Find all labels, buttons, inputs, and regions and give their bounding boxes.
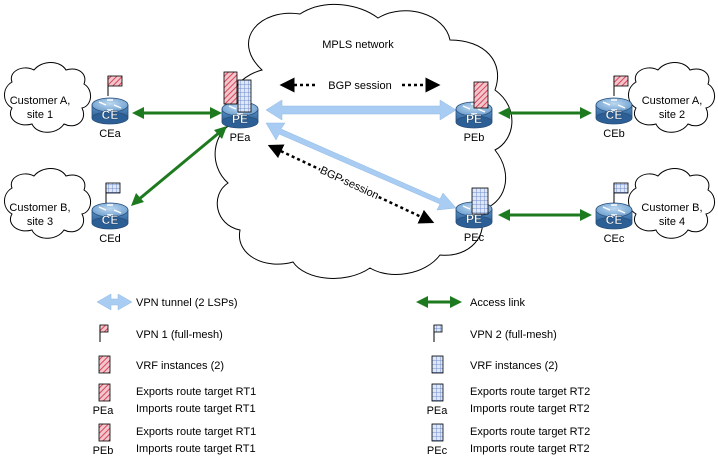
customer-a-site-2-cloud: Customer A, site 2 (628, 62, 715, 133)
legend-vpn-tunnel: VPN tunnel (2 LSPs) (136, 297, 238, 309)
legend-export-rt2: Exports route target RT2 (470, 386, 590, 398)
customer-a-site-1-cloud: Customer A, site 1 (4, 62, 91, 133)
router-arrows-icon (462, 103, 486, 115)
router-badge: CE (606, 108, 623, 122)
vrf-vpn2-icon (431, 383, 444, 402)
legend-vrf1: VRF instances (2) (136, 360, 224, 372)
vpn2-flag-icon (613, 182, 629, 203)
vrf-vpn1-icon (223, 71, 238, 105)
site-label-line2: site 4 (659, 216, 685, 228)
legend-export-rt2: Exports route target RT2 (470, 426, 590, 438)
vpn-tunnel-legend-icon (96, 293, 133, 311)
vrf-vpn1-icon (98, 423, 111, 442)
legend-export-rt1: Exports route target RT1 (136, 386, 256, 398)
customer-b-site-4-cloud: Customer B, site 4 (628, 168, 715, 239)
router-label: PEc (464, 232, 485, 244)
site-label-line2: site 1 (27, 109, 53, 121)
vrf-vpn1-icon (98, 355, 111, 374)
router-label: CEd (99, 233, 120, 245)
router-badge: CE (102, 108, 119, 122)
vrf-vpn2-icon (471, 187, 489, 215)
router-label: PEb (464, 132, 485, 144)
legend-import-rt2: Imports route target RT2 (470, 403, 590, 415)
router-label: PEa (230, 132, 252, 144)
legend-pe-label: PEb (93, 445, 114, 456)
legend-export-rt1: Exports route target RT1 (136, 426, 256, 438)
legend-pe-label: PEa (93, 405, 115, 417)
vpn2-flag-icon (433, 324, 443, 342)
router-arrows-icon (98, 99, 122, 111)
router-arrows-icon (602, 99, 626, 111)
vpn1-flag-icon (613, 75, 629, 96)
router-arrows-icon (98, 204, 122, 216)
legend-access-link: Access link (470, 297, 526, 309)
mpls-network-title: MPLS network (322, 39, 394, 51)
router-badge: PE (232, 112, 248, 126)
legend-vrf2: VRF instances (2) (470, 360, 558, 372)
vrf-vpn2-icon (431, 355, 444, 374)
router-cec: CE CEc (595, 202, 633, 245)
vpn1-flag-icon (107, 75, 123, 96)
access-links (131, 107, 592, 221)
site-label-line2: site 3 (27, 216, 53, 228)
router-badge: CE (606, 213, 623, 227)
bgp-session-label: BGP session (328, 80, 391, 92)
vpn1-flag-icon (99, 324, 109, 342)
legend-vpn1: VPN 1 (full-mesh) (136, 329, 223, 341)
router-badge: CE (102, 213, 119, 227)
router-badge: PE (466, 212, 482, 226)
router-cea: CE CEa (91, 97, 129, 140)
bgp-session-top: BGP session (279, 77, 441, 93)
vrf-vpn1-icon (473, 81, 489, 109)
legend-import-rt2: Imports route target RT2 (470, 443, 590, 455)
router-ceb: CE CEb (595, 97, 633, 140)
router-label: CEc (604, 233, 625, 245)
legend-import-rt1: Imports route target RT1 (136, 443, 256, 455)
site-label-line1: Customer B, (641, 202, 702, 214)
site-label-line1: Customer B, (9, 202, 70, 214)
legend-vpn2: VPN 2 (full-mesh) (470, 329, 557, 341)
legend-import-rt1: Imports route target RT1 (136, 403, 256, 415)
vrf-vpn2-icon (237, 79, 252, 113)
vrf-vpn1-icon (98, 383, 111, 402)
site-label-line2: site 2 (659, 109, 685, 121)
legend-pe-label: PEa (427, 405, 449, 417)
router-peb: PE PEb (455, 101, 493, 144)
site-label-line1: Customer A, (642, 95, 703, 107)
customer-b-site-3-cloud: Customer B, site 3 (4, 168, 91, 239)
legend-pe-label: PEc (427, 445, 448, 456)
router-badge: PE (466, 112, 482, 126)
router-label: CEb (603, 128, 624, 140)
router-arrows-icon (602, 204, 626, 216)
vpn2-flag-icon (105, 182, 121, 203)
router-ced: CE CEd (91, 202, 129, 245)
vrf-vpn2-icon (431, 423, 444, 442)
site-label-line1: Customer A, (10, 95, 71, 107)
router-label: CEa (99, 128, 121, 140)
access-link-legend-icon (416, 296, 462, 308)
